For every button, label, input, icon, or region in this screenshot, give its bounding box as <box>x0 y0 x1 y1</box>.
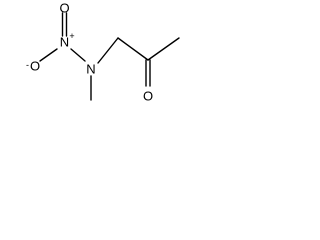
bond-nitro-n-o-minus <box>39 48 58 62</box>
atoms: O N + O - N O <box>26 1 153 104</box>
bond-carbonyl-c-methyl <box>147 37 180 61</box>
bonds <box>39 12 180 101</box>
bond-nitro-n-amine-n <box>70 48 86 62</box>
atom-n-nitro: N <box>60 35 69 50</box>
bond-amine-n-ch2 <box>97 37 119 64</box>
chemical-structure-diagram: O N + O - N O <box>26 1 180 104</box>
atom-o-carbonyl: O <box>143 89 153 104</box>
bond-ch2-carbonyl-c <box>117 37 149 61</box>
atom-o-minus: O <box>30 59 40 74</box>
atom-o-top: O <box>59 1 69 16</box>
atom-n-nitro-charge: + <box>69 31 74 41</box>
atom-o-minus-charge: - <box>26 60 29 70</box>
atom-n-amine: N <box>86 62 95 77</box>
